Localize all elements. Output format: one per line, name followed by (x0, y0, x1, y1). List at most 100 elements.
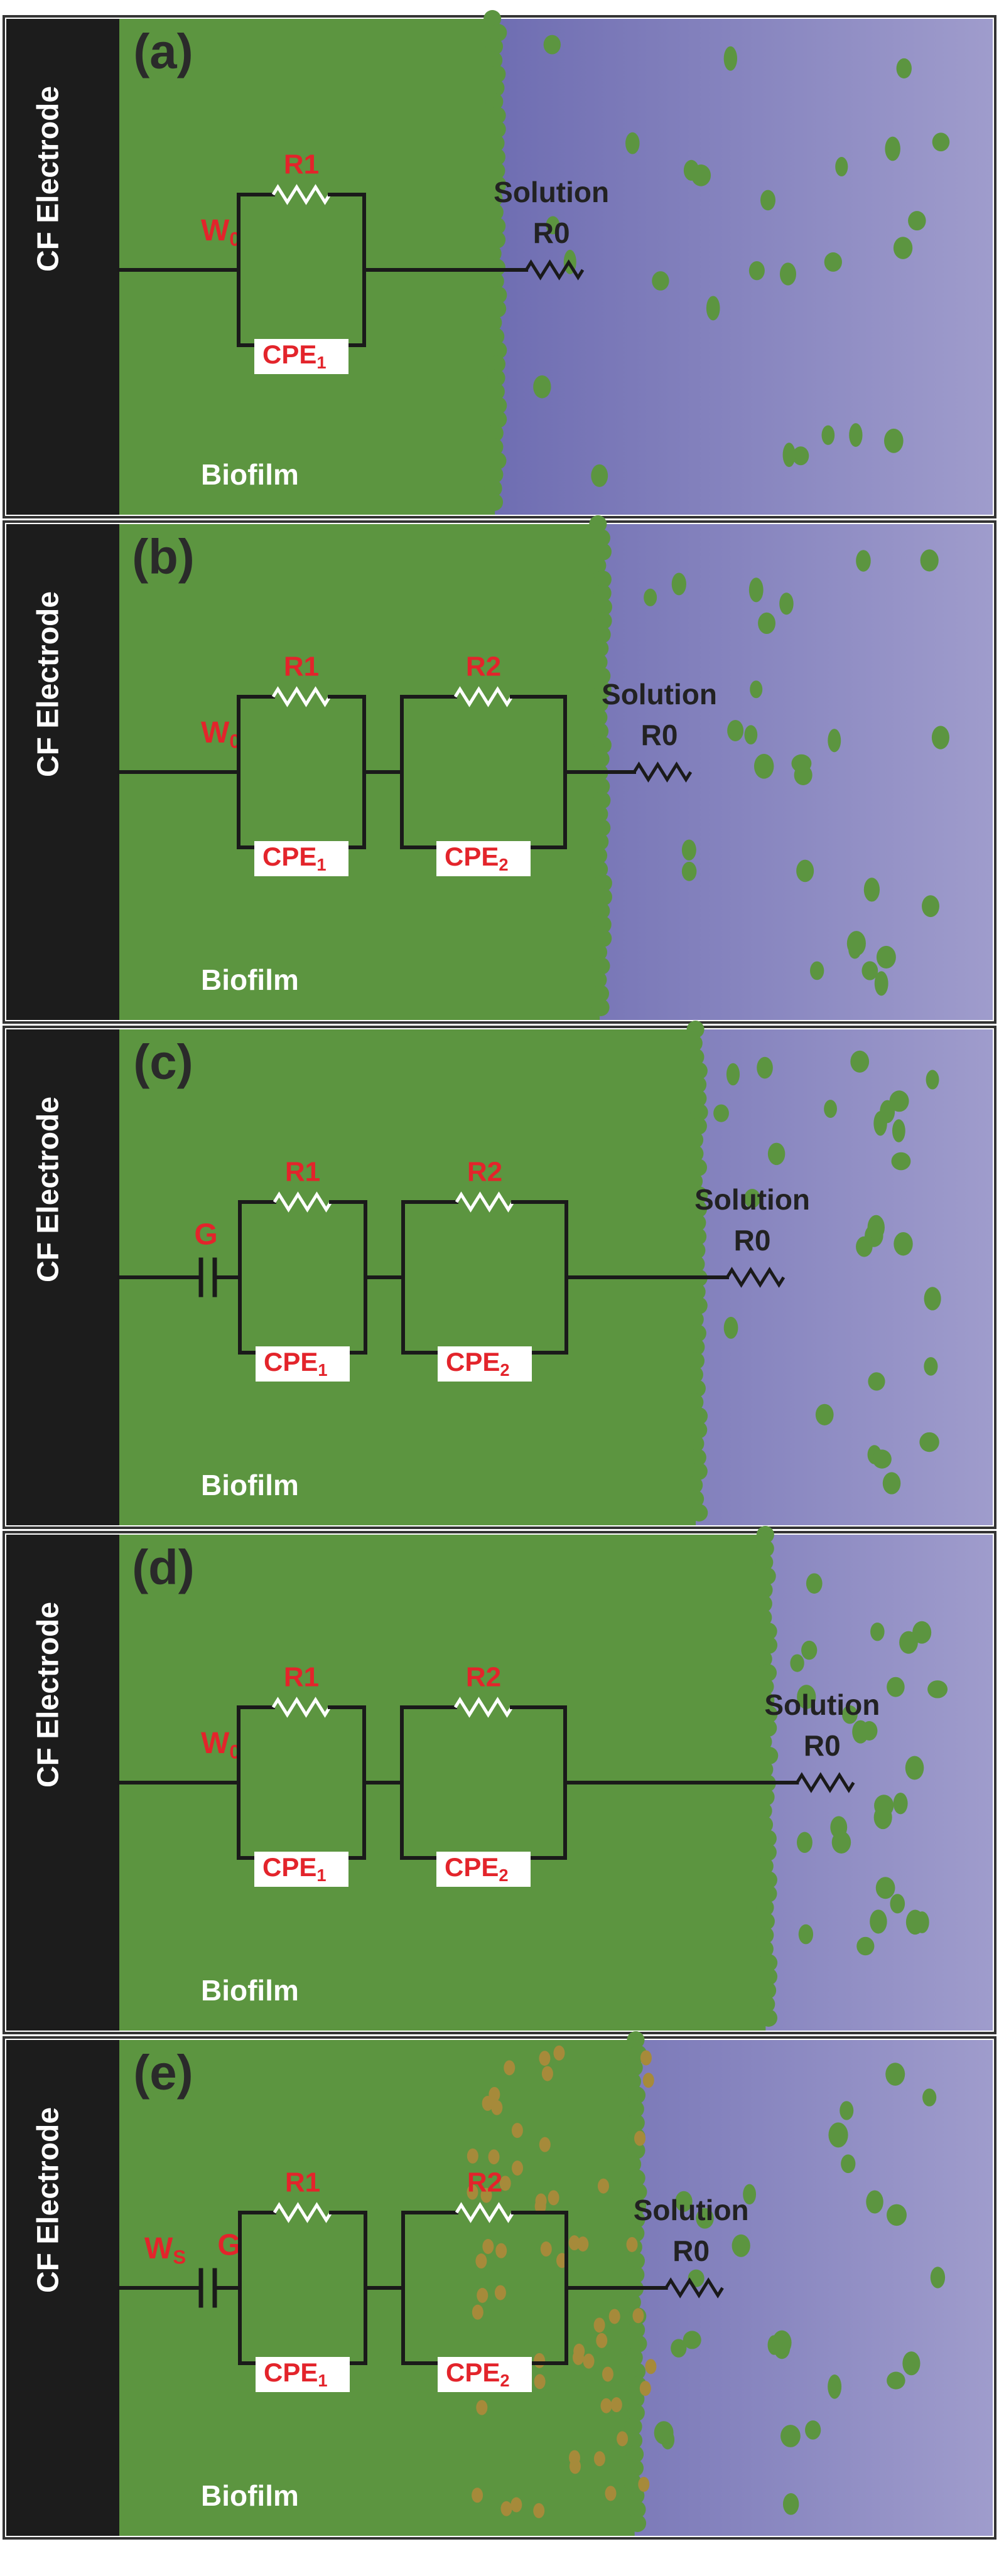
bacterial-colony (696, 2208, 714, 2229)
biofilm-edge-cell (592, 957, 610, 975)
biofilm-edge-cell (485, 493, 504, 511)
colony-deposit (640, 2050, 652, 2066)
cpe-box (438, 1346, 532, 1382)
bacterial-colony (805, 2420, 821, 2440)
biofilm-edge-cell (484, 480, 502, 497)
biofilm-edge-cell (487, 162, 505, 180)
cpe-label: CPE2 (445, 1852, 509, 1885)
colony-deposit (632, 2308, 644, 2324)
biofilm-edge-cell (759, 1830, 777, 1847)
biofilm-edge-cell (589, 971, 607, 989)
bacterial-colony (856, 1936, 875, 1956)
bacterial-colony (890, 1894, 905, 1914)
colony-deposit (467, 2184, 478, 2200)
colony-deposit (573, 2343, 585, 2359)
bacterial-colony (866, 2190, 883, 2214)
bacterial-colony (806, 1573, 823, 1594)
colony-deposit (488, 2149, 500, 2165)
biofilm-edge-cell (594, 612, 612, 630)
bacterial-colony (920, 549, 939, 572)
colony-deposit (482, 2096, 494, 2112)
colony-deposit (639, 2381, 651, 2396)
bacterial-colony (870, 1622, 885, 1641)
resistor-R1 (273, 1191, 333, 1213)
bacterial-colony (810, 961, 824, 980)
colony-deposit (642, 2073, 654, 2088)
biofilm-edge-cell (590, 861, 608, 878)
bacterial-colony (924, 1357, 938, 1376)
colony-deposit (539, 2051, 551, 2066)
bacterial-colony (885, 2063, 905, 2086)
biofilm-edge-cell (687, 1255, 705, 1273)
panel-letter: (e) (133, 2045, 193, 2100)
cpe-label: CPE1 (264, 2358, 328, 2390)
biofilm-edge-cell (593, 571, 612, 588)
resistor-r0 (796, 1772, 855, 1793)
biofilm-edge-cell (593, 543, 612, 561)
colony-deposit (626, 2236, 638, 2252)
bacterial-colony (887, 1677, 905, 1697)
cpe-box (254, 339, 348, 374)
biofilm-edge-cell (759, 1843, 777, 1861)
biofilm-edge-cell (626, 2445, 644, 2463)
biofilm-edge-cell (624, 2155, 642, 2173)
biofilm-edge-cell (754, 1802, 772, 1820)
biofilm-label: Biofilm (201, 458, 299, 491)
biofilm-edge-cell (628, 2363, 646, 2380)
bacterial-colony (828, 729, 841, 753)
biofilm-edge-cell (591, 833, 609, 851)
colony-deposit (510, 2497, 522, 2513)
cpe-box (254, 841, 348, 876)
cpe-label: CPE1 (262, 1852, 327, 1885)
bacterial-colony (850, 1050, 870, 1073)
biofilm-edge-cell (483, 10, 502, 28)
biofilm-edge-cell (686, 1145, 704, 1162)
biofilm-edge-cell (625, 2432, 643, 2449)
biofilm-edge-cell (489, 341, 507, 359)
biofilm-edge-cell (757, 1913, 775, 1930)
bacterial-colony (861, 961, 878, 980)
biofilm-edge-cell (625, 2349, 643, 2366)
bacterial-colony (861, 1721, 878, 1741)
bacterial-colony (884, 428, 904, 453)
biofilm-edge-cell (686, 1131, 704, 1149)
biofilm-edge-cell (755, 1816, 774, 1833)
biofilm-edge-cell (627, 2114, 645, 2132)
cpe-label-main: CPE (262, 340, 316, 369)
bacterial-colony (706, 296, 720, 321)
cpe-label-sub: 2 (499, 1865, 508, 1885)
r0-label: R0 (641, 719, 678, 751)
electrode-label: CF Electrode (32, 1097, 65, 1282)
bacterial-colony (922, 895, 939, 918)
electrode-label: CF Electrode (32, 591, 65, 777)
cpe-label-main: CPE (445, 1852, 499, 1882)
biofilm-edge-cell (689, 1228, 707, 1245)
panel-letter: (c) (133, 1034, 193, 1090)
colony-deposit (593, 2451, 605, 2467)
bacterial-colony (856, 550, 871, 572)
resistor-R2 (455, 1191, 515, 1213)
cpe-label-sub: 1 (318, 2371, 327, 2390)
biofilm-edge-cell (627, 2321, 645, 2339)
biofilm-edge-cell (690, 1186, 708, 1204)
bacterial-colony (644, 588, 657, 606)
solution-label: Solution (694, 1183, 810, 1216)
colony-deposit (617, 2431, 629, 2447)
bacterial-colony (681, 861, 697, 881)
bacterial-colony (874, 971, 888, 996)
biofilm-label: Biofilm (201, 1469, 299, 1501)
bacterial-colony (815, 1403, 834, 1425)
biofilm-edge-cell (754, 1595, 772, 1613)
resistor-label: R1 (285, 1157, 320, 1188)
capacitor-label: G (217, 2229, 240, 2262)
biofilm-edge-cell (755, 1581, 773, 1599)
colony-deposit (534, 2374, 546, 2390)
biofilm-edge-cell (593, 819, 611, 837)
biofilm-edge-cell (690, 1407, 708, 1425)
bacterial-colony (546, 216, 560, 235)
biofilm-edge-cell (488, 217, 506, 235)
panel-frame (3, 2036, 996, 2540)
biofilm-edge-cell (755, 1940, 774, 1958)
biofilm-edge-cell (754, 1650, 772, 1668)
panel-frame (3, 520, 996, 1024)
